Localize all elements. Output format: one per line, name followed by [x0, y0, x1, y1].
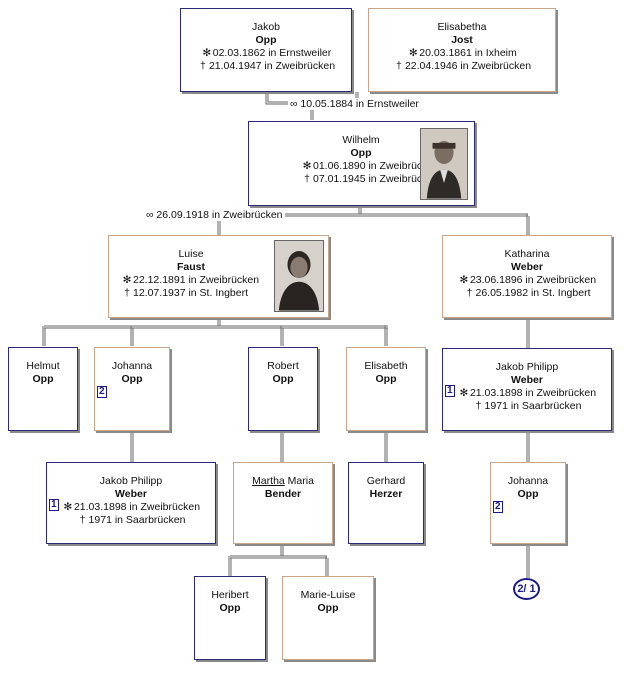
surname: Opp — [517, 488, 539, 500]
reference-badge[interactable]: 2 — [97, 386, 107, 398]
first-name: Heribert — [211, 589, 249, 601]
first-name: Wilhelm — [342, 134, 380, 146]
first-name: Gerhard — [366, 475, 406, 487]
surname: Opp — [255, 34, 277, 46]
person-jakob-opp[interactable]: Jakob Opp ✻02.03.1862 in Ernstweiler †21… — [180, 8, 352, 92]
surname: Faust — [176, 261, 205, 273]
reference-badge[interactable]: 1 — [445, 385, 455, 397]
person-heribert-opp[interactable]: Heribert Opp — [194, 576, 266, 660]
surname: Opp — [317, 602, 339, 614]
death-icon: † — [475, 400, 482, 412]
surname: Opp — [350, 147, 372, 159]
first-name: Johanna — [111, 360, 153, 372]
person-jakob-philipp-weber-right[interactable]: Jakob Philipp Weber ✻21.03.1898 in Zweib… — [442, 348, 612, 431]
birth-event: ✻02.03.1862 in Ernstweiler — [202, 47, 332, 59]
marriage-label-wilhelm-luise: ∞ 26.09.1918 in Zweibrücken — [144, 209, 285, 221]
death-event: †1971 in Saarbrücken — [443, 400, 611, 413]
marriage-icon: ∞ — [146, 209, 154, 221]
birth-icon: ✻ — [63, 501, 73, 513]
person-wilhelm-opp[interactable]: Wilhelm Opp ✻01.06.1890 in Zweibrücken †… — [248, 121, 475, 206]
first-name: Luise — [178, 248, 204, 260]
reference-badge[interactable]: 2 — [493, 501, 503, 513]
surname: Jost — [451, 34, 473, 46]
death-event: †1971 in Saarbrücken — [47, 514, 215, 527]
person-elisabeth-opp[interactable]: Elisabeth Opp — [346, 347, 426, 431]
person-jakob-philipp-weber-left[interactable]: Jakob Philipp Weber ✻21.03.1898 in Zweib… — [46, 462, 216, 544]
portrait-photo — [420, 128, 468, 200]
person-elisabetha-jost[interactable]: Elisabetha Jost ✻20.03.1861 in Ixheim †2… — [368, 8, 556, 92]
surname: Weber — [511, 261, 543, 273]
surname: Opp — [219, 602, 241, 614]
birth-icon: ✻ — [122, 274, 132, 286]
first-name: Martha Maria — [252, 475, 314, 487]
person-martha-bender[interactable]: Martha Maria Bender — [233, 462, 333, 544]
birth-event: ✻01.06.1890 in Zweibrücken — [302, 160, 440, 172]
first-name: Elisabetha — [437, 21, 487, 33]
death-event: †21.04.1947 in Zweibrücken — [181, 60, 351, 73]
person-marie-luise-opp[interactable]: Marie-Luise Opp — [282, 576, 374, 660]
person-johanna-opp[interactable]: Johanna Opp 2 — [94, 347, 170, 431]
death-event: †07.01.1945 in Zweibrücken — [301, 173, 474, 186]
surname: Herzer — [369, 488, 403, 500]
first-name: Marie-Luise — [300, 589, 356, 601]
birth-event: ✻22.12.1891 in Zweibrücken — [122, 274, 260, 286]
surname: Opp — [121, 373, 143, 385]
reference-badge[interactable]: 1 — [49, 499, 59, 511]
person-johanna-opp-right[interactable]: Johanna Opp 2 — [490, 462, 566, 544]
death-event: †12.07.1937 in St. Ingbert — [121, 287, 328, 300]
first-name: Elisabeth — [364, 360, 408, 372]
person-luise-faust[interactable]: Luise Faust ✻22.12.1891 in Zweibrücken †… — [108, 235, 329, 318]
birth-event: ✻23.06.1896 in Zweibrücken — [459, 274, 597, 286]
first-name: Jakob — [251, 21, 281, 33]
death-icon: † — [466, 287, 473, 299]
person-robert-opp[interactable]: Robert Opp — [248, 347, 318, 431]
birth-icon: ✻ — [408, 47, 418, 59]
first-name: Jakob Philipp — [495, 361, 559, 373]
marriage-date: 26.09.1918 in Zweibrücken — [156, 209, 283, 221]
first-name: Helmut — [26, 360, 60, 372]
continuation-page-marker[interactable]: 2/ 1 — [513, 578, 540, 600]
death-icon: † — [396, 60, 402, 72]
death-icon: † — [79, 514, 86, 526]
first-name: Robert — [267, 360, 299, 372]
marriage-icon: ∞ — [290, 98, 298, 110]
birth-event: ✻20.03.1861 in Ixheim — [408, 47, 517, 59]
birth-event: ✻21.03.1898 in Zweibrücken — [459, 387, 597, 399]
person-katharina-weber[interactable]: Katharina Weber ✻23.06.1896 in Zweibrück… — [442, 235, 612, 318]
death-icon: † — [304, 173, 310, 185]
marriage-label-jakob-elisabetha: ∞ 10.05.1884 in Ernstweiler — [288, 98, 421, 110]
marriage-date: 10.05.1884 in Ernstweiler — [300, 98, 419, 110]
portrait-photo — [274, 240, 324, 312]
birth-icon: ✻ — [202, 47, 212, 59]
death-icon: † — [200, 60, 206, 72]
call-name: Martha — [252, 475, 285, 487]
surname: Weber — [115, 488, 147, 500]
birth-event: ✻21.03.1898 in Zweibrücken — [63, 501, 201, 513]
surname: Weber — [511, 374, 543, 386]
birth-icon: ✻ — [302, 160, 312, 172]
death-event: †22.04.1946 in Zweibrücken — [369, 60, 555, 73]
first-name: Johanna — [507, 475, 549, 487]
surname: Opp — [272, 373, 294, 385]
first-name: Katharina — [504, 248, 550, 260]
person-gerhard-herzer[interactable]: Gerhard Herzer — [348, 462, 424, 544]
birth-icon: ✻ — [459, 274, 469, 286]
surname: Opp — [375, 373, 397, 385]
first-name: Jakob Philipp — [99, 475, 163, 487]
birth-icon: ✻ — [459, 387, 469, 399]
surname: Bender — [264, 488, 302, 500]
death-icon: † — [124, 287, 130, 299]
surname: Opp — [32, 373, 54, 385]
person-helmut-opp[interactable]: Helmut Opp — [8, 347, 78, 431]
death-event: †26.05.1982 in St. Ingbert — [443, 287, 611, 300]
